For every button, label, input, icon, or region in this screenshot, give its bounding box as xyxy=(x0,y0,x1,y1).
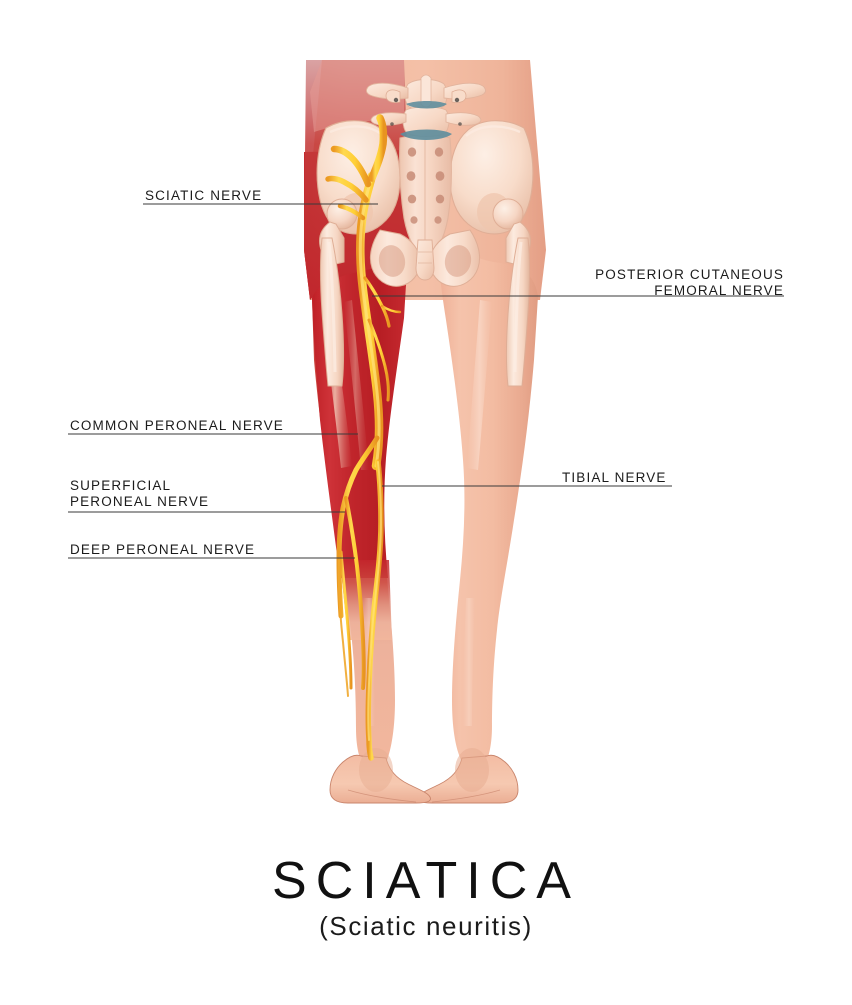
superficial-peroneal-nerve-path xyxy=(344,496,366,690)
label-posterior-cutaneous-femoral-nerve-line1: POSTERIOR CUTANEOUS xyxy=(595,267,784,282)
label-tibial-nerve: TIBIAL NERVE xyxy=(562,470,667,486)
label-posterior-cutaneous-femoral-nerve: POSTERIOR CUTANEOUS FEMORAL NERVE xyxy=(392,267,784,299)
sciatic-nerve-trunk-highlight xyxy=(358,174,381,468)
nerve-root-l5 xyxy=(325,175,369,203)
label-common-peroneal-nerve-line1: COMMON PERONEAL NERVE xyxy=(70,418,284,433)
sacral-foramina xyxy=(406,147,445,224)
right-calf-highlight xyxy=(463,598,475,726)
femurs xyxy=(319,198,531,387)
label-superficial-peroneal-nerve-line2: PERONEAL NERVE xyxy=(70,494,210,509)
label-superficial-peroneal-nerve: SUPERFICIAL PERONEAL NERVE xyxy=(70,478,209,510)
posterior-cutaneous-femoral-twig xyxy=(380,304,402,314)
page-subtitle: (Sciatic neuritis) xyxy=(319,911,533,941)
deep-peroneal-nerve-path xyxy=(339,550,353,690)
tibial-nerve-highlight xyxy=(367,461,382,741)
right-ankle-shade xyxy=(455,748,489,792)
label-posterior-cutaneous-femoral-nerve-line2: FEMORAL NERVE xyxy=(654,283,784,298)
left-foot-crease xyxy=(347,789,417,803)
label-tibial-nerve-line1: TIBIAL NERVE xyxy=(562,470,667,485)
right-femoral-head xyxy=(492,198,524,230)
right-foot-crease xyxy=(431,789,501,803)
left-obturator-foramen xyxy=(378,245,406,277)
disc-lower xyxy=(400,129,452,140)
right-femur-highlight xyxy=(513,241,523,373)
title-block: SCIATICA (Sciatic neuritis) xyxy=(0,852,852,942)
label-deep-peroneal-nerve: DEEP PERONEAL NERVE xyxy=(70,542,255,558)
label-sciatic-nerve: SCIATIC NERVE xyxy=(145,188,262,204)
mid-thigh-branch xyxy=(367,318,390,402)
coccyx xyxy=(415,239,435,281)
left-thigh-highlight-2 xyxy=(344,300,369,470)
page-title: SCIATICA xyxy=(272,852,580,910)
label-common-peroneal-nerve: COMMON PERONEAL NERVE xyxy=(70,418,284,434)
lateral-calf-strand xyxy=(337,559,349,697)
right-thigh-highlight xyxy=(467,300,492,470)
nerve-root-s1 xyxy=(368,114,388,182)
label-deep-peroneal-nerve-line1: DEEP PERONEAL NERVE xyxy=(70,542,256,557)
lumbar-vertebrae xyxy=(366,74,486,140)
label-sciatic-nerve-line1: SCIATIC NERVE xyxy=(145,188,263,203)
left-ankle-shade xyxy=(359,748,393,792)
right-iliac-crest xyxy=(465,125,521,137)
right-obturator-foramen xyxy=(444,245,472,277)
left-femur-highlight xyxy=(327,241,337,373)
nerve-root-l4 xyxy=(337,203,366,221)
nerve-root-branch-lateral xyxy=(330,145,372,188)
leader-lines xyxy=(68,203,784,559)
sciatic-nerve-pathway xyxy=(325,114,402,761)
disc-upper xyxy=(406,101,447,109)
label-superficial-peroneal-nerve-line1: SUPERFICIAL xyxy=(70,478,172,493)
